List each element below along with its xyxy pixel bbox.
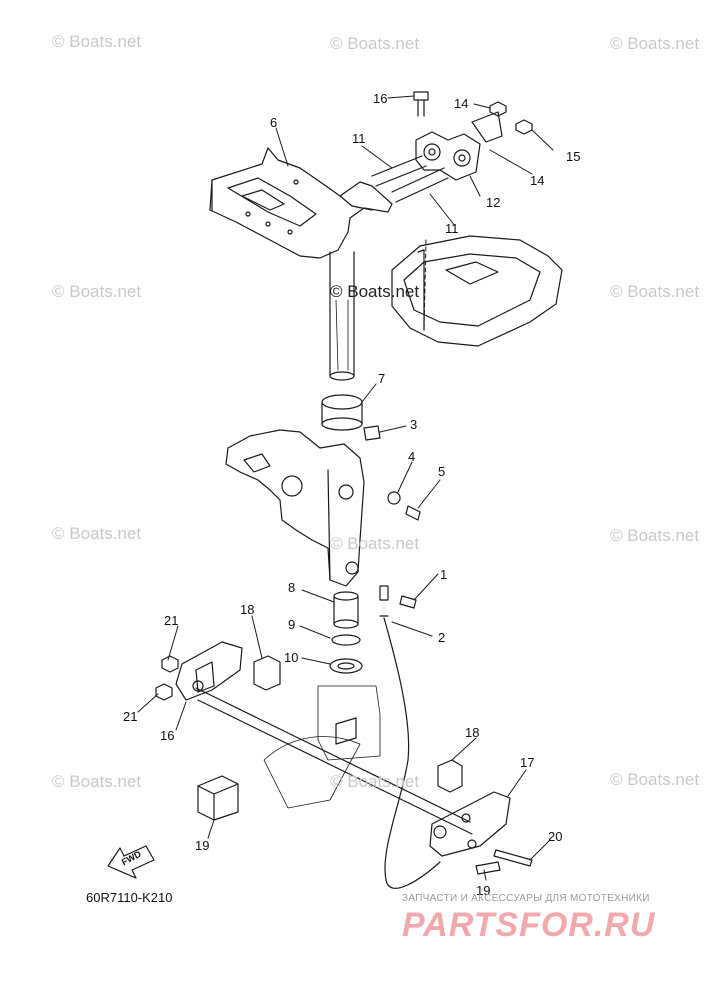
thrust-tube-part <box>195 687 473 835</box>
callout-2: 2 <box>438 630 446 645</box>
callout-21: 21 <box>123 709 138 724</box>
clamp-bracket-left-part <box>175 641 243 701</box>
callout-4: 4 <box>408 449 416 464</box>
callout-11: 11 <box>445 221 459 236</box>
washer-part <box>363 425 381 441</box>
pad-right-part <box>437 759 463 793</box>
callout-13: 14 <box>530 173 545 188</box>
callout-5: 5 <box>438 464 446 479</box>
bushing-part <box>321 394 363 431</box>
callout-16: 17 <box>520 755 535 770</box>
watermark: © Boats.net <box>610 34 700 53</box>
mount-clamp-part <box>415 131 481 181</box>
watermark: © Boats.net <box>330 772 420 791</box>
steering-bracket-part <box>209 147 393 259</box>
forward-arrow-icon <box>107 845 155 879</box>
clamp-bracket-right-part <box>429 791 511 857</box>
callout-14: 15 <box>566 149 581 164</box>
oil-seal-part <box>329 658 363 674</box>
callout-16: 16 <box>160 728 175 743</box>
callout-11: 11 <box>352 131 366 146</box>
watermark: © Boats.net <box>330 534 420 553</box>
callout-19: 19 <box>476 883 491 898</box>
callout-12: 12 <box>486 195 501 210</box>
callout-14: 14 <box>454 96 469 111</box>
callout-6: 6 <box>270 115 278 130</box>
callout-15: 16 <box>373 91 388 106</box>
callout-1: 1 <box>440 567 448 582</box>
watermark: © Boats.net <box>610 282 700 301</box>
callout-18: 18 <box>465 725 480 740</box>
callout-21: 21 <box>164 613 179 628</box>
stud-bolt-part <box>371 155 449 203</box>
watermark: © Boats.net <box>52 282 142 301</box>
brand-tagline[interactable]: ЗАПЧАСТИ И АКСЕССУАРЫ ДЛЯ МОТОТЕХНИКИ <box>402 893 650 904</box>
callout-3: 3 <box>410 417 418 432</box>
o-ring-part <box>331 634 361 646</box>
callout-17: 19 <box>195 838 210 853</box>
callout-18: 18 <box>240 602 255 617</box>
lower-bushing-part <box>333 591 359 629</box>
watermark: © Boats.net <box>610 770 700 789</box>
watermark: © Boats.net <box>52 524 142 543</box>
bolt-part <box>413 91 429 117</box>
watermark: © Boats.net <box>610 526 700 545</box>
ground-lead-part <box>379 615 441 889</box>
steering-shaft-part <box>329 251 355 381</box>
watermark: © Boats.net <box>52 772 142 791</box>
grease-nipple-part <box>379 491 421 609</box>
swivel-bracket-part <box>225 429 365 587</box>
mount-plate-part <box>471 111 503 143</box>
engine-base-part <box>391 235 563 347</box>
callout-7: 7 <box>378 371 386 386</box>
watermark: © Boats.net <box>330 282 420 301</box>
callout-9: 9 <box>288 617 296 632</box>
brand-logo[interactable]: PARTSFOR.RU <box>402 906 656 944</box>
watermark: © Boats.net <box>52 32 142 51</box>
thrust-pad-part <box>197 775 239 821</box>
watermark: © Boats.net <box>330 34 420 53</box>
nut-part <box>489 101 533 135</box>
callout-20: 20 <box>548 829 563 844</box>
leader-lines <box>137 95 554 881</box>
diagram-code: 60R7110-K210 <box>86 890 173 905</box>
pad-left-part <box>253 655 281 691</box>
callout-10: 10 <box>284 650 299 665</box>
callout-8: 8 <box>288 580 296 595</box>
